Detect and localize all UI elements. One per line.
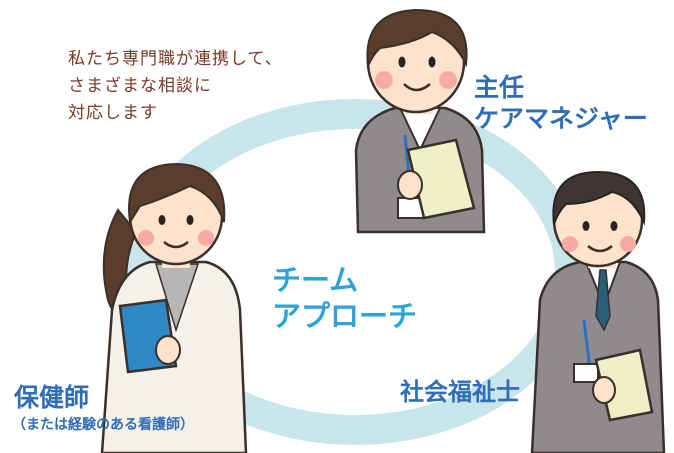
role-note-public-health-nurse: （または経験のある看護師） [12, 417, 194, 433]
intro-text: 私たち専門職が連携して、 さまざまな相談に 対応します [68, 49, 283, 123]
role-label-public-health-nurse: 保健師 [14, 383, 90, 412]
social-worker-figure [530, 170, 666, 453]
team-approach-label: チーム アプローチ [272, 263, 418, 333]
role-label-care-manager: 主任 ケアマネジャー [474, 73, 648, 133]
role-label-social-worker: 社会福祉士 [400, 378, 520, 406]
public-health-nurse-figure [100, 162, 248, 453]
care-manager-figure [354, 8, 486, 234]
